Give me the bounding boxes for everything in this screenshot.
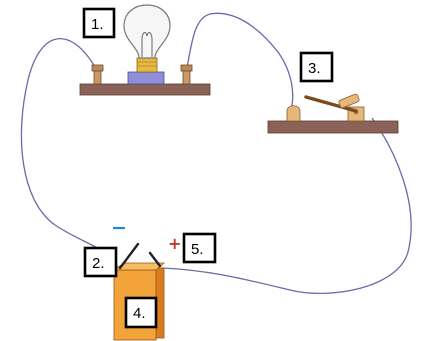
label-2-text: 2. [92,255,105,272]
wire-switch-to-battery-positive [161,117,412,295]
bulb-base [136,57,158,73]
label-4-battery: 4. [124,296,158,329]
positive-sign: + [168,234,181,253]
label-2-negative-terminal: 2. [83,246,118,278]
bulb-board [79,83,211,96]
bulb-assembly [79,4,211,96]
bulb-filament [141,32,153,57]
bulb-left-terminal [91,64,104,85]
label-3-switch: 3. [299,51,334,83]
negative-sign: − [111,217,127,239]
switch-handle [338,93,360,109]
label-4-text: 4. [133,305,146,322]
label-5-text: 5. [191,241,204,258]
battery [112,242,166,341]
bulb-glass [123,4,171,59]
switch-lever [304,95,358,113]
switch-board [267,120,399,134]
label-3-text: 3. [308,60,321,77]
battery-negative-lead [118,242,140,270]
switch-assembly [267,93,399,134]
label-1-bulb: 1. [82,7,116,39]
battery-positive-lead [148,251,162,268]
bulb-right-terminal [180,64,193,85]
bulb-pad [127,71,165,85]
wire-bulb-to-battery-negative [20,38,119,271]
switch-contact [286,105,301,122]
label-1-text: 1. [91,16,104,33]
wires [20,12,412,295]
wire-bulb-to-switch [186,12,294,114]
label-5-positive-terminal: 5. [182,232,217,264]
